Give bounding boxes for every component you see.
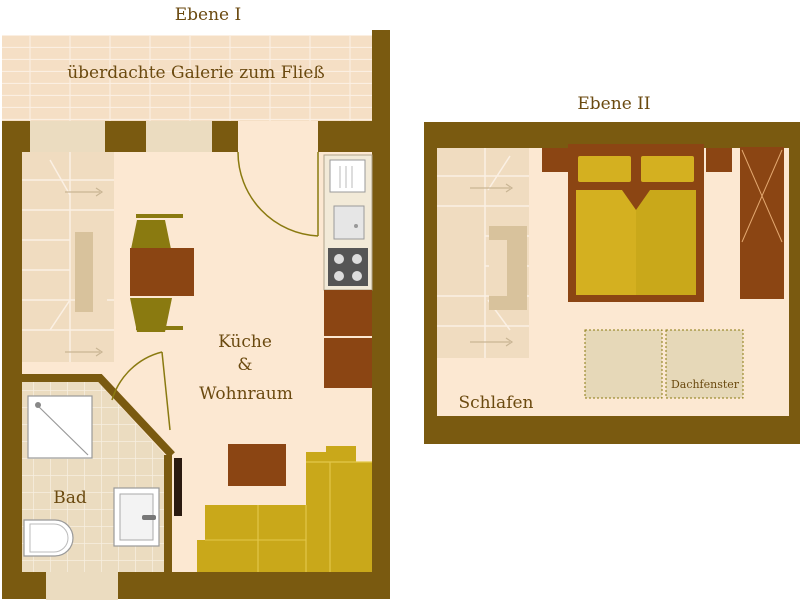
kitchen-label-1: Küche xyxy=(218,332,272,352)
window-1 xyxy=(30,121,105,152)
gallery-post xyxy=(372,30,390,122)
bath-label: Bad xyxy=(53,488,87,508)
staircase-level-2 xyxy=(437,148,529,358)
double-bed xyxy=(542,144,732,302)
wardrobe xyxy=(740,147,784,299)
bathroom xyxy=(22,351,175,572)
bath-window xyxy=(46,572,118,600)
kitchen-label-2: & xyxy=(237,355,252,375)
sofa xyxy=(197,446,372,572)
skylight-1 xyxy=(584,329,663,399)
coffee-table xyxy=(228,444,286,486)
gallery-deck xyxy=(2,35,372,121)
level-1-title: Ebene I xyxy=(175,5,241,25)
level-2-title: Ebene II xyxy=(577,94,650,114)
level-1: Ebene I überdachte Galerie zum Fließ xyxy=(2,5,390,600)
kitchen-counter xyxy=(323,154,373,388)
staircase-level-1 xyxy=(22,152,114,362)
sleep-label: Schlafen xyxy=(459,393,534,413)
level-2: Ebene II xyxy=(424,94,800,444)
kitchen-label-3: Wohnraum xyxy=(199,384,293,404)
dining-table xyxy=(130,214,194,332)
entry-door xyxy=(237,151,319,237)
skylight-2 xyxy=(665,329,744,399)
radiator xyxy=(174,458,182,516)
entry-door-opening xyxy=(238,121,318,152)
skylight-label: Dachfenster xyxy=(671,378,740,391)
window-2 xyxy=(146,121,212,152)
gallery-label: überdachte Galerie zum Fließ xyxy=(67,63,325,83)
